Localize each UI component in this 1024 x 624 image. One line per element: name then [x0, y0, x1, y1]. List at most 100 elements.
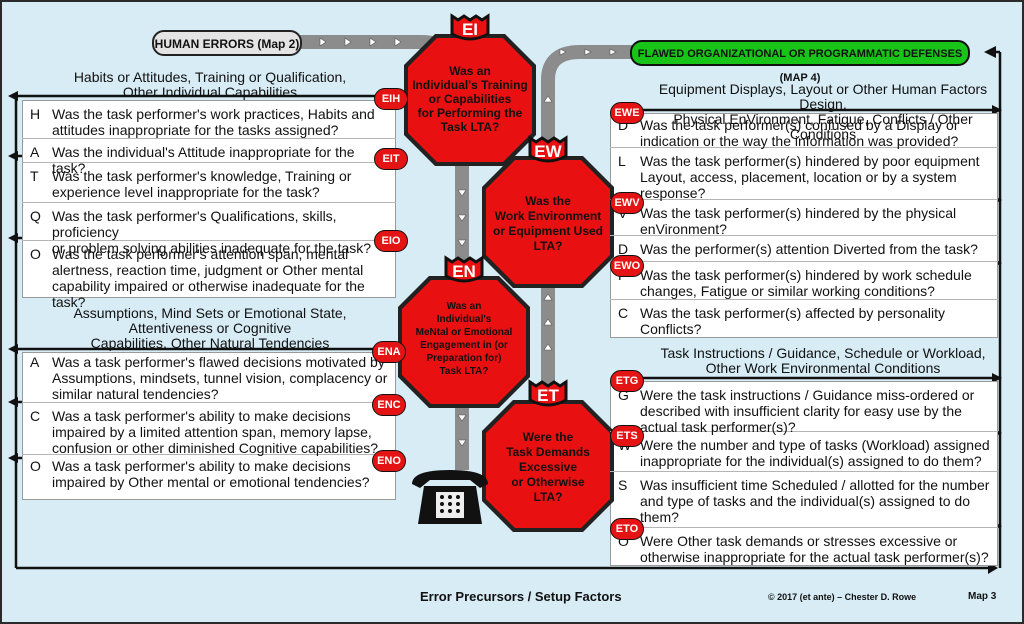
row-divider	[22, 240, 396, 241]
question-line: Was the task performer(s) affected by pe…	[640, 305, 946, 321]
question-row[interactable]: FWas the task performer(s) hindered by w…	[610, 267, 998, 299]
question-text: Were the task instructions / Guidance mi…	[640, 387, 992, 435]
question-line: impaired by Other mental or emotional te…	[52, 474, 370, 490]
question-line: impaired by a limited attention span, me…	[52, 424, 372, 440]
right-pipe	[541, 45, 632, 455]
row-divider	[610, 261, 998, 262]
chip-ewe[interactable]: EWE	[610, 102, 644, 124]
chip-etg[interactable]: ETG	[610, 370, 644, 392]
ei-badge: EI	[461, 20, 479, 39]
question-text: Was the task performer(s) hindered by th…	[640, 205, 992, 237]
question-line: and type of tasks and the individual(s) …	[640, 493, 970, 509]
question-line: similar natural tendencies?	[52, 386, 219, 402]
chip-ewo[interactable]: EWO	[610, 255, 644, 277]
question-letter: O	[618, 533, 629, 549]
question-row[interactable]: O Were Other task demands or stresses exc…	[610, 533, 998, 565]
flawed-defenses-label[interactable]: FLAWED ORGANIZATIONAL OR PROGRAMMATIC DE…	[630, 40, 970, 84]
row-divider	[22, 202, 396, 203]
question-text: Was a task performer's ability to make d…	[52, 458, 390, 490]
chip-ena[interactable]: ENA	[372, 341, 406, 363]
question-line: inappropriate for the individual(s) assi…	[640, 453, 982, 469]
chip-ets[interactable]: ETS	[610, 425, 644, 447]
octagon-ei[interactable]	[404, 13, 536, 166]
question-text: Was a task performer's flawed decisions …	[52, 354, 390, 402]
chip-enc[interactable]: ENC	[372, 394, 406, 416]
et-badge: ET	[537, 386, 559, 405]
question-letter: D	[618, 117, 629, 133]
right-bottom-question-box	[610, 381, 998, 566]
question-row[interactable]: O Was a task performer's ability to make …	[22, 458, 396, 490]
question-line: Assumptions, mindsets, tunnel vision, co…	[52, 370, 388, 386]
question-row[interactable]: D Was the task performer(s) confused by a…	[610, 117, 998, 149]
question-line: Was a task performer's ability to make d…	[52, 408, 351, 424]
question-letter: Q	[30, 208, 41, 224]
question-line: Was the task performer's attention span,…	[52, 246, 349, 262]
question-row[interactable]: G Were the task instructions / Guidance m…	[610, 387, 998, 435]
question-line: Layout, access, placement, location or b…	[640, 169, 957, 185]
question-line: Was a task performer's flawed decisions …	[52, 354, 385, 370]
question-line: or problem solving abilities inadequate …	[52, 240, 372, 256]
question-letter: L	[618, 153, 626, 169]
question-text: Were the number and type of tasks (Workl…	[640, 437, 992, 469]
row-divider	[22, 402, 396, 403]
question-row[interactable]: A Was a task performer's flawed decisions…	[22, 354, 396, 402]
question-text: Were Other task demands or stresses exce…	[640, 533, 992, 565]
question-line: described with insufficient clarity for …	[640, 403, 962, 419]
question-line: attitudes inappropriate for the tasks as…	[52, 122, 339, 138]
question-letter: G	[618, 387, 629, 403]
question-letter: H	[30, 106, 41, 122]
question-row[interactable]: H Was the task performer's work practices…	[22, 106, 396, 138]
question-text: Was the task performer's work practices,…	[52, 106, 390, 138]
question-text: Was the task performer(s) affected by pe…	[640, 305, 992, 337]
chip-eih[interactable]: EIH	[374, 88, 408, 110]
octagon-ew[interactable]	[482, 135, 614, 288]
question-line: alertness, reaction time, judgment or Ot…	[52, 262, 364, 278]
question-row[interactable]: VWas the task performer(s) hindered by t…	[610, 205, 998, 237]
question-letter: O	[30, 458, 41, 474]
question-line: Was the task performer(s) hindered by wo…	[640, 267, 972, 283]
question-line: Was the task performer's Qualifications,…	[52, 208, 337, 240]
row-divider	[610, 235, 998, 236]
octagon-en[interactable]	[398, 255, 530, 408]
question-row[interactable]: WWere the number and type of tasks (Work…	[610, 437, 998, 469]
question-text: Was a task performer's ability to make d…	[52, 408, 390, 456]
question-row[interactable]: L Was the task performer(s) hindered by p…	[610, 153, 998, 201]
chip-ewv[interactable]: EWV	[610, 192, 644, 214]
question-letter: O	[30, 246, 41, 262]
question-letter: A	[30, 354, 40, 370]
question-line: Was the task performer(s) hindered by po…	[640, 153, 980, 169]
chip-eto[interactable]: ETO	[610, 518, 644, 540]
row-divider	[610, 431, 998, 432]
question-line: them?	[640, 509, 679, 525]
question-row[interactable]: O Was the task performer's attention span…	[22, 246, 396, 310]
row-divider	[22, 162, 396, 163]
question-line: Was insufficient time Scheduled / allott…	[640, 477, 990, 493]
question-line: Was the task performer's knowledge, Trai…	[52, 168, 352, 184]
question-line: capability impaired or otherwise inadequ…	[52, 278, 365, 310]
question-text: Was the task performer's knowledge, Trai…	[52, 168, 390, 200]
chip-eit[interactable]: EIT	[374, 148, 408, 170]
question-text: Was the task performer(s) confused by a …	[640, 117, 992, 149]
row-divider	[610, 147, 998, 148]
question-line: otherwise inappropriate for the actual t…	[640, 549, 989, 565]
question-line: Were Other task demands or stresses exce…	[640, 533, 958, 549]
chip-eio[interactable]: EIO	[374, 230, 408, 252]
question-line: Were the task instructions / Guidance mi…	[640, 387, 975, 403]
human-errors-label[interactable]: HUMAN ERRORS (Map 2)	[152, 30, 302, 56]
chip-eno[interactable]: ENO	[372, 450, 406, 472]
telephone-icon	[412, 470, 488, 524]
left-top-question-box	[22, 100, 396, 298]
question-row[interactable]: Q Was the task performer's Qualifications…	[22, 208, 396, 256]
question-line: Was the task performer(s) confused by a …	[640, 117, 959, 133]
octagon-et[interactable]	[482, 379, 614, 532]
question-line: Was a task performer's ability to make d…	[52, 458, 351, 474]
